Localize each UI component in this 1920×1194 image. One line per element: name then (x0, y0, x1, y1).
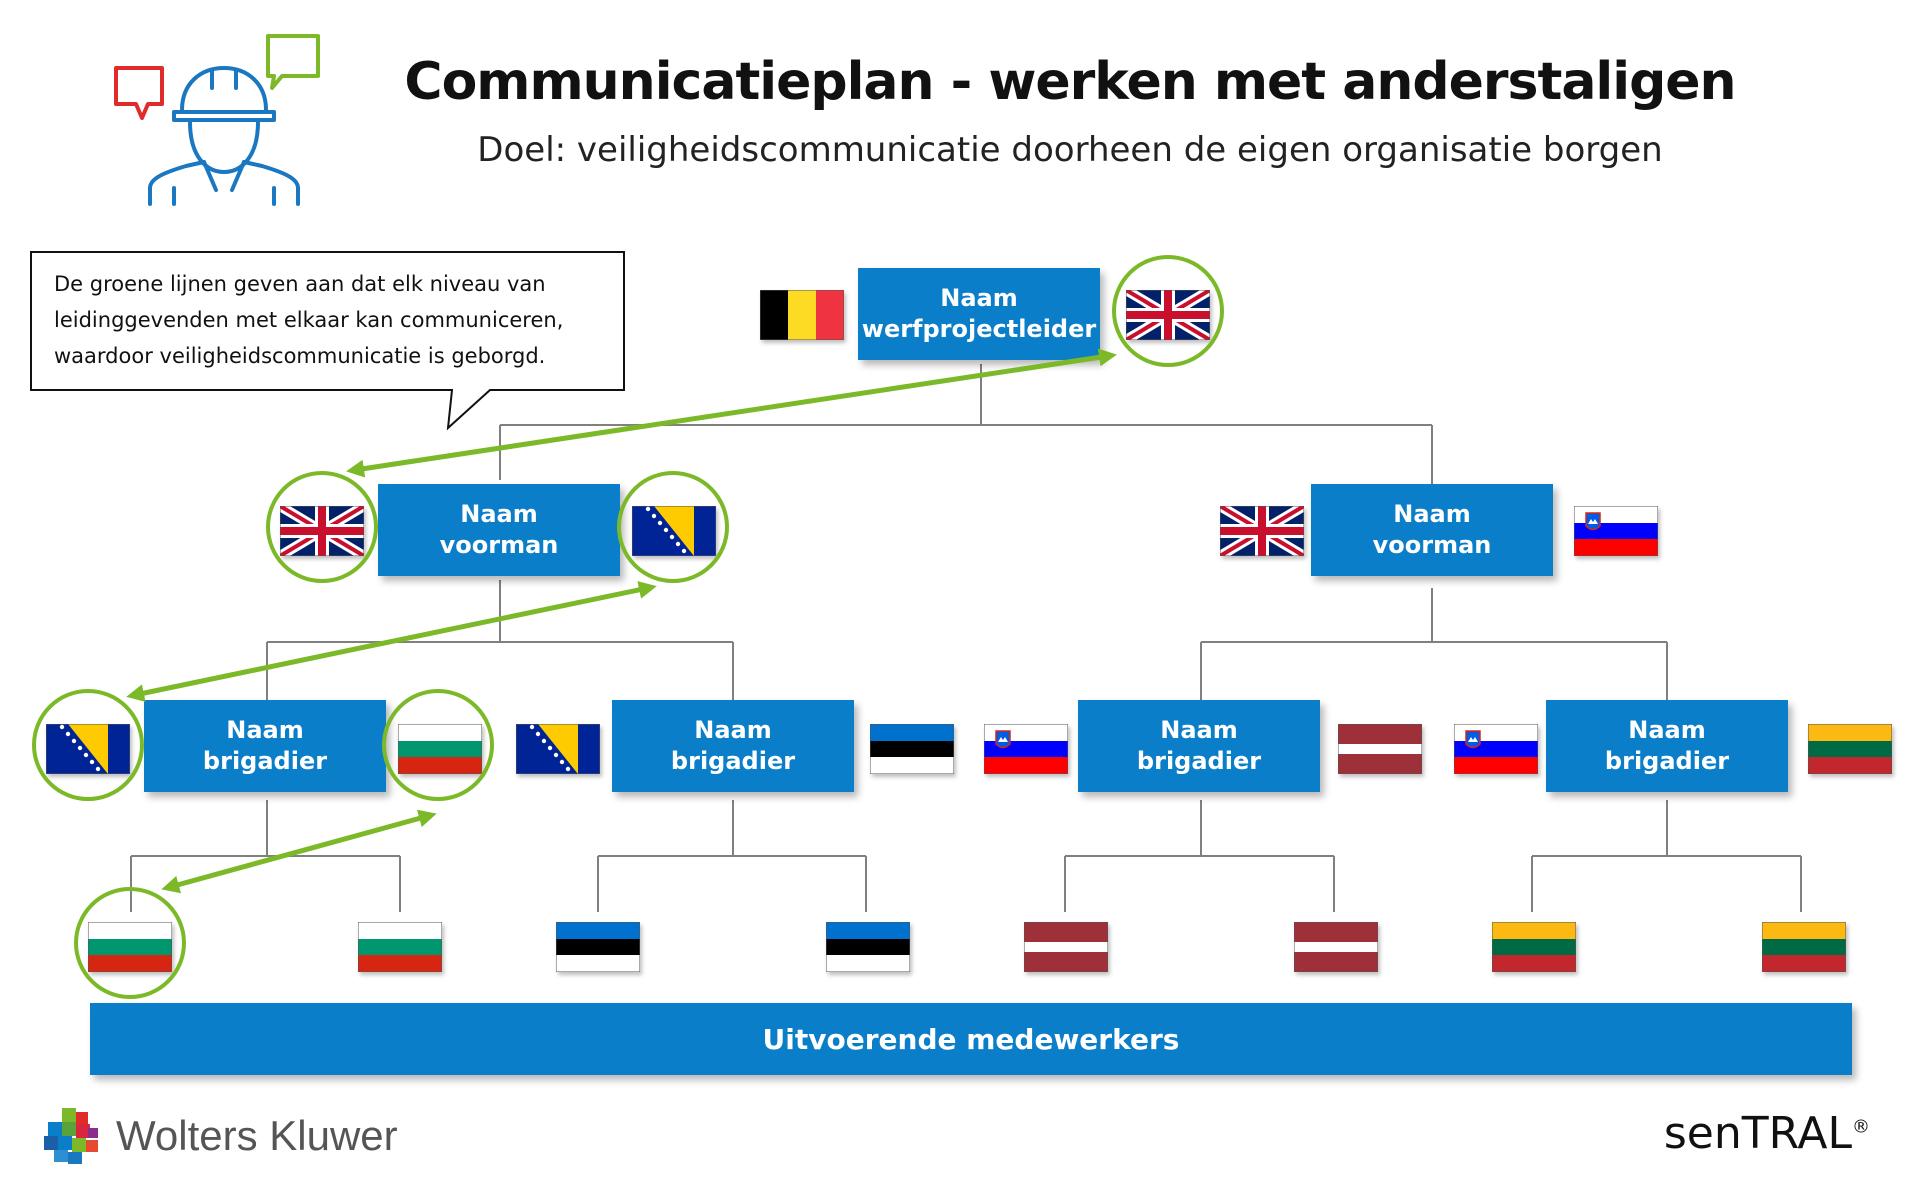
flag-bosnia-herzegovina-icon (46, 724, 130, 774)
flag-bulgaria-icon (398, 724, 482, 774)
sentral-name: senTRAL (1663, 1108, 1852, 1159)
node-label-line1: Naam (940, 284, 1018, 312)
communication-arrow (346, 348, 1117, 478)
communication-arrow (161, 809, 437, 894)
flag-lithuania-icon (1808, 724, 1892, 774)
node-label-line1: Naam (694, 716, 772, 744)
highlight-circle (32, 689, 144, 801)
flag-slovenia-icon (984, 724, 1068, 774)
node-label-line2: voorman (1372, 531, 1492, 559)
node-label-line2: brigadier (1136, 747, 1262, 775)
node-label-line1: Naam (1628, 716, 1706, 744)
flag-slovenia-icon (1454, 724, 1538, 774)
sentral-brand: senTRAL® (1664, 1108, 1870, 1159)
flag-bosnia-herzegovina-icon (632, 506, 716, 556)
flag-estonia-icon (870, 724, 954, 774)
callout-line: leidinggevenden met elkaar kan communice… (54, 308, 564, 332)
worker-speech-icon (114, 34, 320, 206)
flag-latvia-icon (1294, 922, 1378, 972)
flag-slovenia-icon (1574, 506, 1658, 556)
wolters-kluwer-brand: Wolters Kluwer (116, 1112, 398, 1159)
node-label-line1: Naam (460, 500, 538, 528)
node-label-line2: brigadier (202, 747, 328, 775)
flag-lithuania-icon (1492, 922, 1576, 972)
node-label-line2: voorman (439, 531, 559, 559)
node-label-line1: Naam (1393, 500, 1471, 528)
registered-mark: ® (1852, 1116, 1870, 1138)
node-brigadier-3: Naam brigadier (1078, 700, 1320, 792)
node-voorman-left: Naam voorman (378, 484, 620, 576)
node-werfprojectleider: Naam werfprojectleider (858, 268, 1100, 360)
flag-bosnia-herzegovina-icon (516, 724, 600, 774)
flag-latvia-icon (1338, 724, 1422, 774)
flag-united-kingdom-icon (1220, 506, 1304, 556)
node-label-line2: brigadier (1604, 747, 1730, 775)
node-brigadier-1: Naam brigadier (144, 700, 386, 792)
page-subtitle: Doel: veiligheidscommunicatie doorheen d… (477, 130, 1663, 170)
highlight-circle (266, 471, 378, 583)
page-title: Communicatieplan - werken met anderstali… (404, 52, 1736, 112)
node-brigadier-4: Naam brigadier (1546, 700, 1788, 792)
flag-estonia-icon (826, 922, 910, 972)
node-label-line2: werfprojectleider (861, 315, 1097, 343)
node-label-line1: Naam (226, 716, 304, 744)
node-brigadier-2: Naam brigadier (612, 700, 854, 792)
communication-arrow (126, 581, 657, 702)
workers-bar: Uitvoerende medewerkers (90, 1003, 1852, 1075)
flag-bulgaria-icon (358, 922, 442, 972)
highlight-circle (74, 887, 186, 999)
node-voorman-right: Naam voorman (1311, 484, 1553, 576)
highlight-circle (382, 689, 494, 801)
wolters-kluwer-logo-icon (44, 1108, 98, 1164)
node-label-line2: brigadier (670, 747, 796, 775)
highlight-circle (617, 471, 729, 583)
flag-bulgaria-icon (88, 922, 172, 972)
node-label-line1: Naam (1160, 716, 1238, 744)
flag-belgium-icon (760, 290, 844, 340)
flag-estonia-icon (556, 922, 640, 972)
flag-united-kingdom-icon (1126, 290, 1210, 340)
flag-lithuania-icon (1762, 922, 1846, 972)
highlight-circle (1112, 255, 1224, 367)
callout-line: De groene lijnen geven aan dat elk nivea… (54, 272, 546, 296)
flag-latvia-icon (1024, 922, 1108, 972)
flag-united-kingdom-icon (280, 506, 364, 556)
